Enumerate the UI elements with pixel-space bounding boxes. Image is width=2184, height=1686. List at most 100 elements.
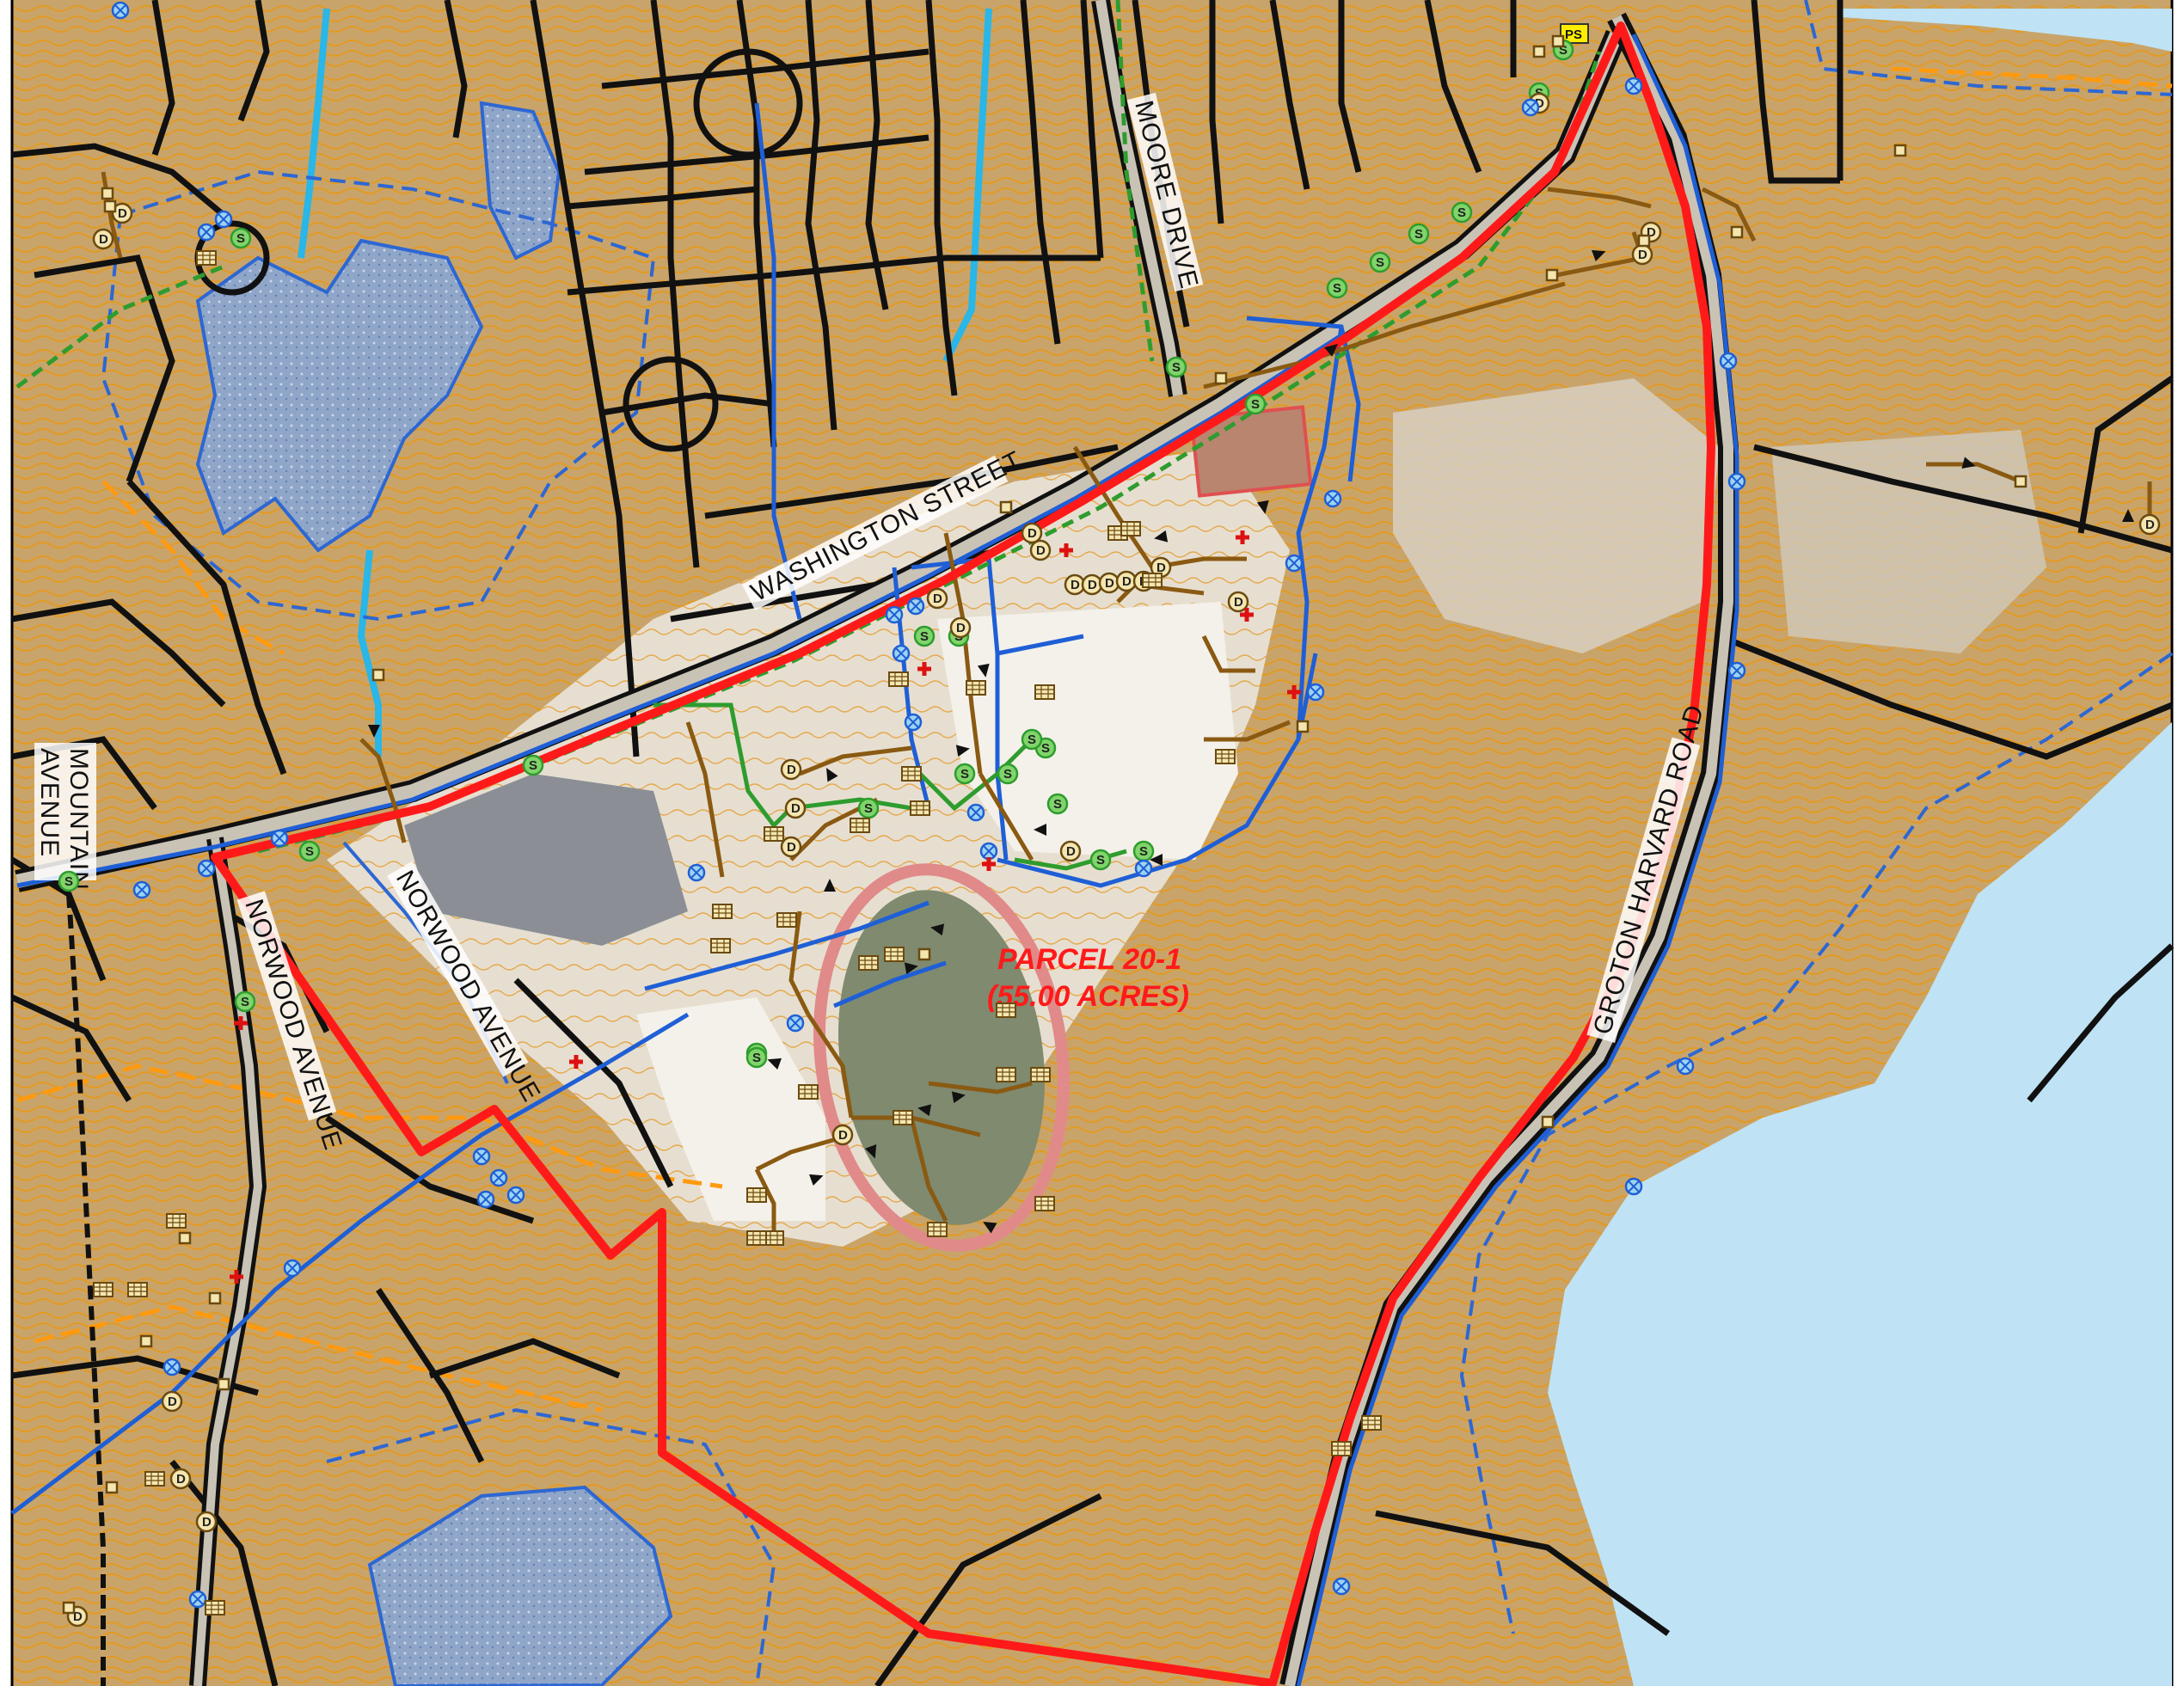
drain-outfall-icon [208, 1291, 222, 1305]
sewer-manhole-icon: S [1408, 223, 1430, 245]
water-valve-icon [906, 597, 925, 616]
catch-basin-icon [1142, 573, 1163, 588]
catch-basin-icon [93, 1282, 113, 1297]
water-valve-icon [489, 1168, 508, 1187]
sewer-manhole-icon: S [230, 227, 252, 249]
sewer-manhole-icon: S [913, 625, 936, 647]
svg-text:S: S [920, 629, 929, 644]
drain-outfall-icon [371, 668, 385, 682]
flow-arrow-icon [809, 1174, 824, 1186]
catch-basin-icon [776, 912, 797, 928]
stream [298, 8, 330, 259]
drain-manhole-icon: D [784, 797, 807, 819]
easement-line [34, 1304, 603, 1413]
sewer-manhole-icon: S [857, 797, 880, 819]
catch-basin-icon [798, 1084, 819, 1100]
svg-text:D: D [787, 763, 796, 777]
drain-outfall-icon [1545, 268, 1559, 282]
drain-manhole-icon: D [1098, 572, 1120, 594]
drain-outfall-icon [178, 1231, 192, 1245]
drain-outfall-icon [1532, 45, 1546, 58]
catch-basin-icon [1034, 1196, 1055, 1211]
drain-manhole-icon: D [831, 1124, 854, 1146]
water-valve-icon [1727, 661, 1746, 680]
flow-arrow-icon [824, 879, 836, 892]
catch-basin-icon [712, 904, 733, 919]
flow-arrow-icon [1961, 457, 1976, 469]
drain-outfall-icon [1214, 371, 1228, 385]
svg-text:S: S [1251, 397, 1260, 412]
water-valve-icon [111, 1, 130, 20]
water-valve-icon [163, 1358, 181, 1376]
flow-arrow-icon [930, 923, 945, 936]
sewer-manhole-icon: S [1244, 393, 1267, 415]
buildings-area [404, 774, 688, 946]
catch-basin-icon [710, 938, 731, 953]
water-valve-icon [1727, 472, 1746, 491]
flow-arrow-icon [977, 663, 990, 677]
school-building-south [636, 997, 825, 1221]
sewer-manhole-icon: S [298, 840, 321, 862]
wetland-buffer [101, 169, 656, 622]
drain-outfall-icon [2014, 475, 2028, 488]
svg-text:S: S [1041, 741, 1050, 756]
drain-manhole-icon: D [1115, 570, 1138, 592]
catch-basin-icon [1030, 1067, 1051, 1082]
svg-text:D: D [1234, 595, 1243, 610]
catch-basin-icon [858, 955, 879, 971]
water-valve-icon [1323, 489, 1342, 508]
fire-hydrant-icon [234, 1016, 248, 1030]
flow-arrow-icon [1154, 530, 1169, 543]
drain-outfall-icon [999, 500, 1013, 514]
catch-basin-icon [910, 800, 930, 816]
water-valve-icon [1306, 683, 1325, 702]
drain-manhole-icon: D [2138, 513, 2161, 536]
drain-manhole-icon: D [780, 758, 802, 781]
catch-basin-icon [1215, 749, 1236, 764]
svg-text:D: D [1105, 576, 1114, 591]
svg-text:D: D [1028, 526, 1037, 541]
norwood-avenue-road-inner [193, 837, 263, 1686]
drain-manhole-icon: D [780, 836, 802, 858]
sewer-manhole-icon: S [1451, 201, 1473, 224]
flow-arrow-icon [1256, 500, 1269, 514]
svg-text:D: D [1066, 844, 1076, 859]
parcel-area-label: (55.00 ACRES) [987, 980, 1189, 1013]
drain-manhole-icon: D [169, 1468, 192, 1490]
catch-basin-icon [1034, 684, 1055, 700]
svg-text:S: S [1414, 227, 1423, 242]
catch-basin-icon [893, 1110, 913, 1125]
lake-buffer-north [1804, 0, 2173, 96]
flow-arrow-icon [983, 1222, 997, 1234]
svg-text:S: S [1096, 853, 1105, 868]
fire-hydrant-icon [982, 857, 996, 871]
easement-line [101, 480, 285, 656]
water-valve-icon [476, 1190, 495, 1209]
drain-outfall-icon [1551, 34, 1565, 48]
fire-hydrant-icon [1059, 543, 1073, 557]
water-valve-icon [188, 1590, 207, 1609]
sewer-manhole-icon: S [1326, 277, 1348, 299]
fire-hydrant-icon [1240, 608, 1254, 622]
water-valve-icon [197, 223, 216, 242]
catch-basin-icon [996, 1067, 1016, 1082]
drain-outfall-icon [1296, 720, 1310, 733]
water-valve-icon [892, 644, 911, 663]
svg-text:D: D [176, 1472, 186, 1487]
sewer-manhole-icon: S [954, 763, 976, 785]
drain-manhole-icon: D [1021, 522, 1043, 544]
svg-text:D: D [99, 232, 108, 247]
pump-station-tag: PS [1560, 23, 1589, 44]
svg-text:S: S [1003, 767, 1012, 782]
svg-text:S: S [64, 874, 73, 889]
svg-text:S: S [1376, 255, 1384, 270]
easement-line [16, 1064, 723, 1189]
drain-outfall-icon [1730, 225, 1744, 239]
svg-text:S: S [241, 995, 249, 1009]
track-infield [838, 890, 1045, 1225]
flow-arrow-icon [1592, 249, 1606, 261]
drain-outfall-icon [1893, 144, 1907, 157]
svg-text:D: D [2145, 518, 2155, 532]
clearing-far-right [1771, 430, 2046, 653]
